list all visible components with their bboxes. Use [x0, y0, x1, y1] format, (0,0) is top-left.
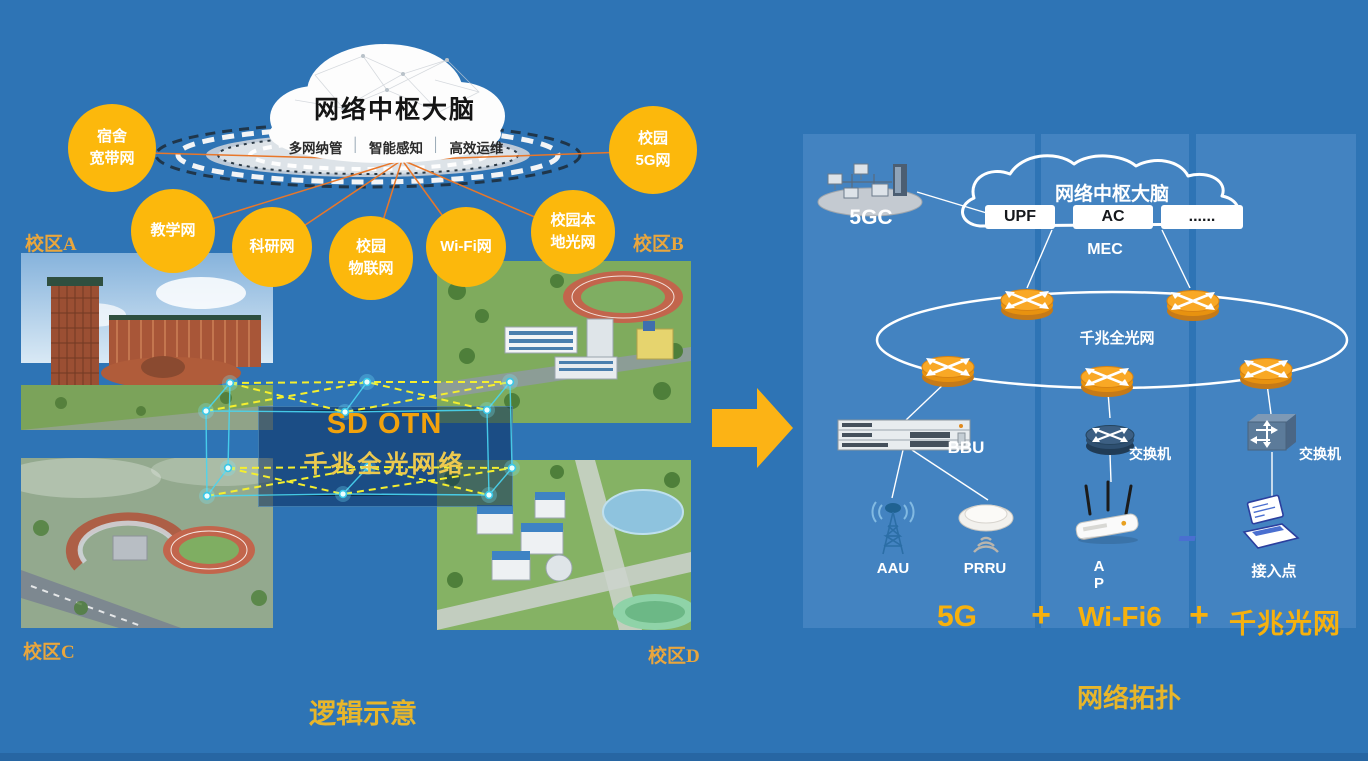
circle-campus-5g-net: 校园 5G网: [609, 106, 697, 194]
feature-sensing: 智能感知: [369, 141, 423, 156]
circle-dorm-broadband: 宿舍 宽带网: [68, 104, 156, 192]
5gc-core-icon: [817, 163, 923, 217]
otn-router-icon: [1165, 289, 1221, 323]
5gc-label: 5GC: [849, 206, 893, 229]
topology-links-graphic: [817, 163, 1349, 555]
switch-disc-icon: [1085, 425, 1135, 455]
right-caption: 网络拓扑: [1076, 684, 1181, 713]
access-point-label: 接入点: [1251, 563, 1297, 580]
plus-icon: +: [1031, 596, 1051, 634]
campus-photo-b: [437, 261, 691, 423]
circle-campus-iot: 校园 物联网: [329, 216, 413, 300]
wifi-ap-icon: [1075, 480, 1139, 544]
feature-multinet: 多网纳管: [288, 141, 343, 156]
plus-icon: +: [1189, 596, 1209, 634]
tech-wifi6: Wi-Fi6: [1078, 601, 1162, 632]
feature-separator: │: [432, 137, 441, 152]
switch-wifi-label: 交换机: [1129, 446, 1171, 462]
otn-router-icon: [999, 288, 1055, 322]
switch-cube-icon: [1247, 414, 1296, 451]
circle-teaching-net: 教学网: [131, 189, 215, 273]
laptop-icon: [1178, 494, 1300, 549]
aau-icon: [871, 501, 915, 555]
left-caption: 逻辑示意: [309, 699, 417, 729]
brain-cloud-features: 多网纳管 │ 智能感知 │ 高效运维: [268, 137, 524, 157]
feature-separator: │: [351, 137, 360, 152]
brain-cloud-title: 网络中枢大脑: [313, 97, 476, 124]
mec-cloud-graphic: [961, 154, 1240, 228]
aau-label: AAU: [876, 560, 910, 577]
otn-router-icon: [1079, 365, 1135, 399]
mec-label: MEC: [1087, 241, 1123, 258]
campus-photo-c: [21, 458, 273, 628]
tech-5g: 5G: [936, 600, 978, 633]
optical-ring-label: 千兆全光网: [1079, 330, 1155, 347]
campus-c-label: 校区C: [23, 642, 75, 663]
brain-cloud-graphic: [269, 44, 505, 163]
sd-otn-title: SD OTN: [326, 408, 443, 440]
otn-router-icon: [1238, 357, 1294, 391]
bbu-label: BBU: [947, 438, 985, 457]
campus-d-label: 校区D: [648, 646, 700, 667]
optical-mesh-graphic: [198, 374, 520, 504]
campus-b-label: 校区B: [633, 234, 684, 255]
circle-research-net: 科研网: [232, 207, 312, 287]
campus-a-label: 校区A: [25, 234, 77, 255]
otn-router-icon: [920, 355, 976, 389]
upf-box: UPF: [985, 205, 1055, 229]
prru-icon: [958, 504, 1014, 553]
more-box: ......: [1161, 205, 1243, 229]
mec-cloud-title: 网络中枢大脑: [1054, 184, 1169, 205]
bottom-edge-strip: [0, 753, 1368, 761]
sd-otn-text: SD OTN 千兆全光网络: [258, 408, 511, 479]
tech-optical: 千兆光网: [1229, 609, 1341, 639]
bbu-icon: [837, 419, 971, 451]
right-arrow-icon: [712, 388, 793, 468]
ap-label: A P: [1093, 558, 1105, 592]
feature-ops: 高效运维: [449, 141, 504, 156]
circle-local-optical-net: 校园本 地光网: [531, 190, 615, 274]
ac-box: AC: [1073, 205, 1153, 229]
circle-wifi-net: Wi-Fi网: [426, 207, 506, 287]
sd-otn-subtitle: 千兆全光网络: [303, 452, 466, 478]
prru-label: PRRU: [963, 560, 1007, 577]
switch-optical-label: 交换机: [1299, 446, 1341, 462]
